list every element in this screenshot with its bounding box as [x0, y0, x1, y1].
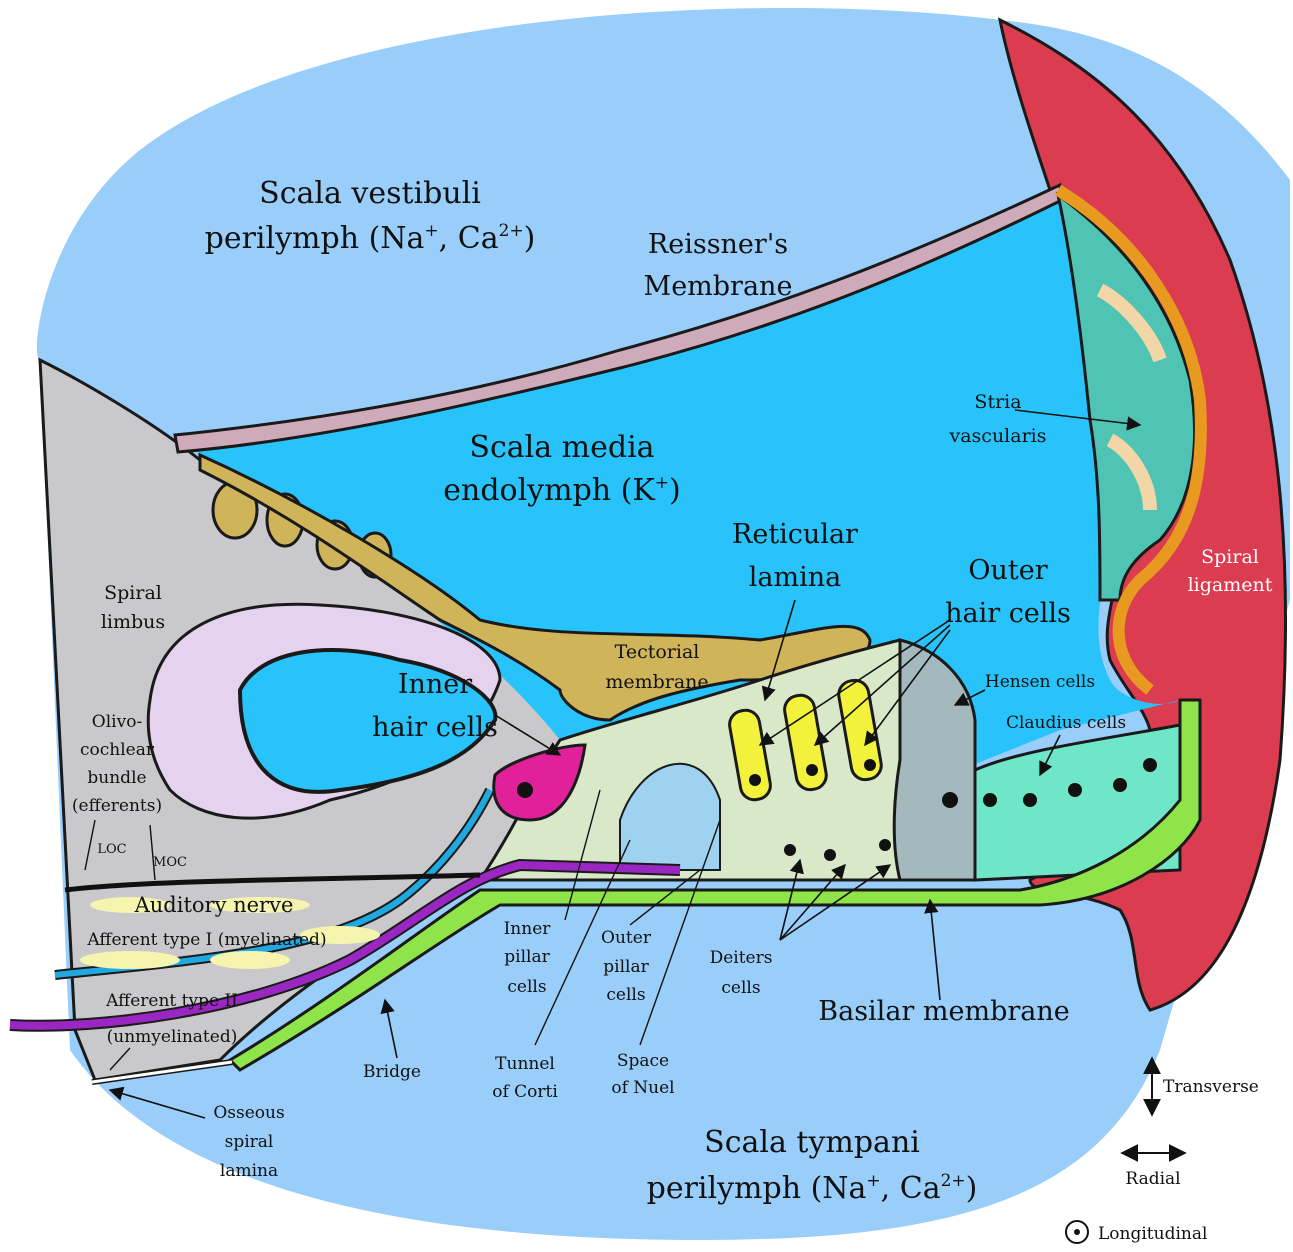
label-deiters-2: cells [721, 978, 760, 998]
label-transverse: Transverse [1163, 1077, 1259, 1097]
label-ihc-2: hair cells [372, 712, 498, 743]
label-reticular-1: Reticular [732, 519, 858, 550]
label-inner-pillar-1: Inner [504, 919, 552, 939]
label-tunnel-2: of Corti [492, 1082, 558, 1102]
label-longitudinal: Longitudinal [1098, 1224, 1207, 1244]
label-nuel-2: of Nuel [611, 1078, 674, 1098]
label-olivo-3: bundle [87, 768, 146, 788]
label-scala-media-2: endolymph (K+) [443, 473, 680, 508]
label-osseous-3: lamina [220, 1161, 278, 1181]
label-afferent-2-2: (unmyelinated) [107, 1027, 238, 1047]
label-outer-pillar-2: pillar [603, 957, 649, 977]
label-basilar: Basilar membrane [818, 996, 1070, 1027]
label-inner-pillar-3: cells [507, 977, 546, 997]
label-tectorial-1: Tectorial [615, 641, 700, 663]
label-olivo-4: (efferents) [72, 796, 162, 816]
label-moc: MOC [153, 855, 187, 870]
label-ohc-1: Outer [968, 555, 1047, 586]
label-olivo-1: Olivo- [92, 712, 142, 732]
label-reissners-2: Membrane [644, 271, 793, 302]
label-stria-1: Stria [974, 391, 1021, 413]
label-olivo-2: cochlear [80, 740, 155, 760]
label-bridge: Bridge [363, 1062, 421, 1082]
label-radial: Radial [1125, 1169, 1180, 1189]
label-afferent-2-1: Afferent type II [105, 991, 238, 1011]
label-scala-media-1: Scala media [469, 430, 654, 465]
label-scala-tympani-1: Scala tympani [704, 1125, 920, 1160]
label-spiral-ligament-2: ligament [1188, 574, 1273, 596]
label-loc: LOC [97, 842, 126, 857]
label-inner-pillar-2: pillar [504, 947, 550, 967]
label-outer-pillar-1: Outer [601, 928, 652, 948]
label-osseous-2: spiral [225, 1132, 274, 1152]
label-spiral-limbus-1: Spiral [104, 582, 162, 604]
label-ihc-1: Inner [398, 669, 472, 700]
label-afferent-1: Afferent type I (myelinated) [86, 930, 326, 950]
label-spiral-ligament-1: Spiral [1201, 546, 1259, 568]
label-spiral-limbus-2: limbus [101, 611, 165, 633]
label-auditory-nerve: Auditory nerve [134, 893, 294, 917]
label-tectorial-2: membrane [605, 671, 708, 693]
label-scala-tympani-2: perilymph (Na+, Ca2+) [647, 1171, 978, 1206]
label-claudius: Claudius cells [1006, 713, 1126, 733]
label-reticular-2: lamina [749, 562, 841, 593]
label-ohc-2: hair cells [945, 598, 1071, 629]
label-tunnel-1: Tunnel [495, 1054, 555, 1074]
label-stria-2: vascularis [948, 425, 1046, 447]
label-reissners-1: Reissner's [648, 229, 788, 260]
label-scala-vestibuli-1: Scala vestibuli [259, 176, 481, 211]
label-hensen: Hensen cells [985, 672, 1095, 692]
label-scala-vestibuli-2: perilymph (Na+, Ca2+) [205, 221, 536, 256]
label-outer-pillar-3: cells [606, 985, 645, 1005]
label-nuel-1: Space [617, 1051, 669, 1071]
label-deiters-1: Deiters [710, 948, 773, 968]
label-osseous-1: Osseous [213, 1103, 284, 1123]
